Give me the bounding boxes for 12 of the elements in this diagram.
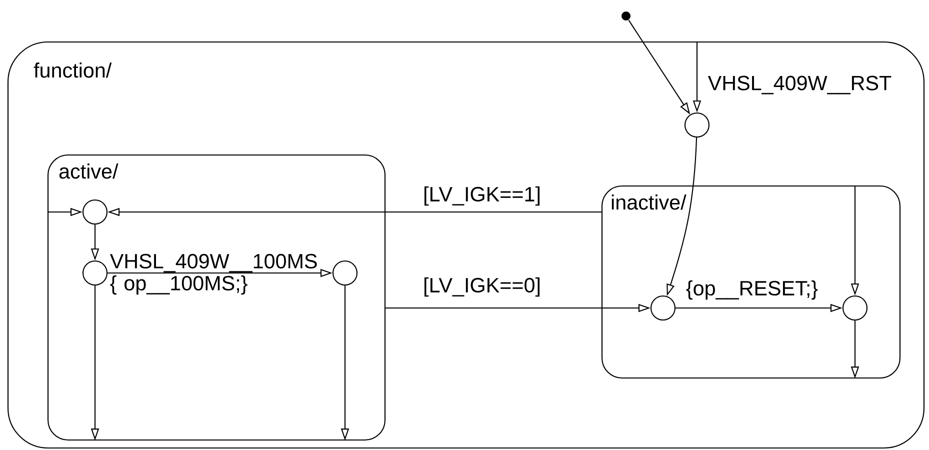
junction-circle (82, 260, 108, 286)
edge-label: [LV_IGK==1] (422, 185, 542, 207)
junction-circle (684, 112, 710, 138)
initial-dot (622, 12, 630, 20)
edge-label: {op__RESET;} (684, 279, 820, 301)
edge-label: VHSL_409W__RST (706, 74, 893, 96)
junction-circle (82, 199, 108, 225)
junction-circle (842, 295, 868, 321)
junction-circle (650, 295, 676, 321)
edge-label: [LV_IGK==0] (422, 276, 542, 298)
junction-circle (332, 260, 358, 286)
edge-label: VHSL_409W__100MS { op__100MS;} (110, 254, 317, 295)
